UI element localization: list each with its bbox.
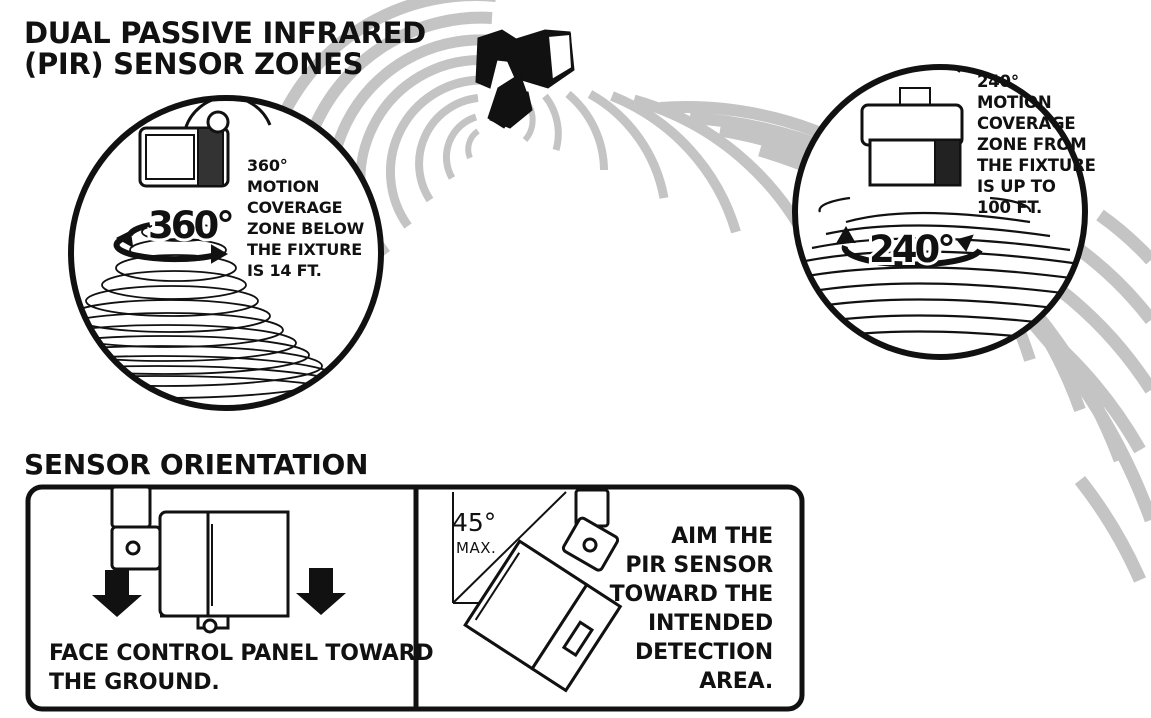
note-line: ZONE FROM xyxy=(977,135,1087,154)
note-line: 240° xyxy=(977,72,1019,91)
motion-sensor-icon xyxy=(110,485,290,634)
fixture-icon xyxy=(475,29,575,129)
note-line: 360° xyxy=(247,156,288,175)
note-line: IS UP TO xyxy=(977,177,1056,196)
rotation-arrow-icon xyxy=(113,222,229,264)
zone-240-note: 240° MOTION COVERAGE ZONE FROM THE FIXTU… xyxy=(977,71,1096,218)
note-line: THE FIXTURE xyxy=(247,240,362,259)
instruction-line: THE GROUND. xyxy=(49,670,220,695)
instruction-line: AREA. xyxy=(699,669,773,694)
instruction-line: AIM THE xyxy=(671,524,773,549)
face-panel-instruction: FACE CONTROL PANEL TOWARD THE GROUND. xyxy=(49,639,434,697)
badge-360: 360° xyxy=(148,204,232,247)
orientation-panel xyxy=(25,484,805,712)
note-line: ZONE BELOW xyxy=(247,219,365,238)
zone-360-note: 360° MOTION COVERAGE ZONE BELOW THE FIXT… xyxy=(247,155,364,281)
note-line: COVERAGE xyxy=(977,114,1076,133)
instruction-line: INTENDED xyxy=(648,611,773,636)
note-line: 100 FT. xyxy=(977,198,1043,217)
max-angle-label: 45° xyxy=(452,508,497,537)
instruction-line: DETECTION xyxy=(635,640,773,665)
zone-240-detail: 240° xyxy=(792,64,1088,360)
zone-360-detail: 360° xyxy=(68,95,384,411)
orientation-heading: SENSOR ORIENTATION xyxy=(24,448,369,481)
instruction-line: PIR SENSOR xyxy=(625,553,773,578)
note-line: COVERAGE xyxy=(247,198,343,217)
zones-heading: DUAL PASSIVE INFRARED (PIR) SENSOR ZONES xyxy=(24,18,426,80)
motion-sensor-icon xyxy=(463,488,623,693)
note-line: THE FIXTURE xyxy=(977,156,1096,175)
instruction-line: FACE CONTROL PANEL TOWARD xyxy=(49,641,434,666)
max-angle-note: MAX. xyxy=(456,539,497,557)
badge-240: 240° xyxy=(869,228,953,271)
aim-sensor-instruction: AIM THE PIR SENSOR TOWARD THE INTENDED D… xyxy=(609,522,774,696)
down-arrow-icon xyxy=(92,570,142,617)
zones-heading-line: DUAL PASSIVE INFRARED xyxy=(24,16,426,50)
note-line: IS 14 FT. xyxy=(247,261,322,280)
down-arrow-icon xyxy=(296,568,346,615)
note-line: MOTION xyxy=(247,177,320,196)
zones-heading-line: (PIR) SENSOR ZONES xyxy=(24,47,364,81)
instruction-line: TOWARD THE xyxy=(609,582,774,607)
rotation-arrow-icon xyxy=(836,225,983,268)
note-line: MOTION xyxy=(977,93,1052,112)
